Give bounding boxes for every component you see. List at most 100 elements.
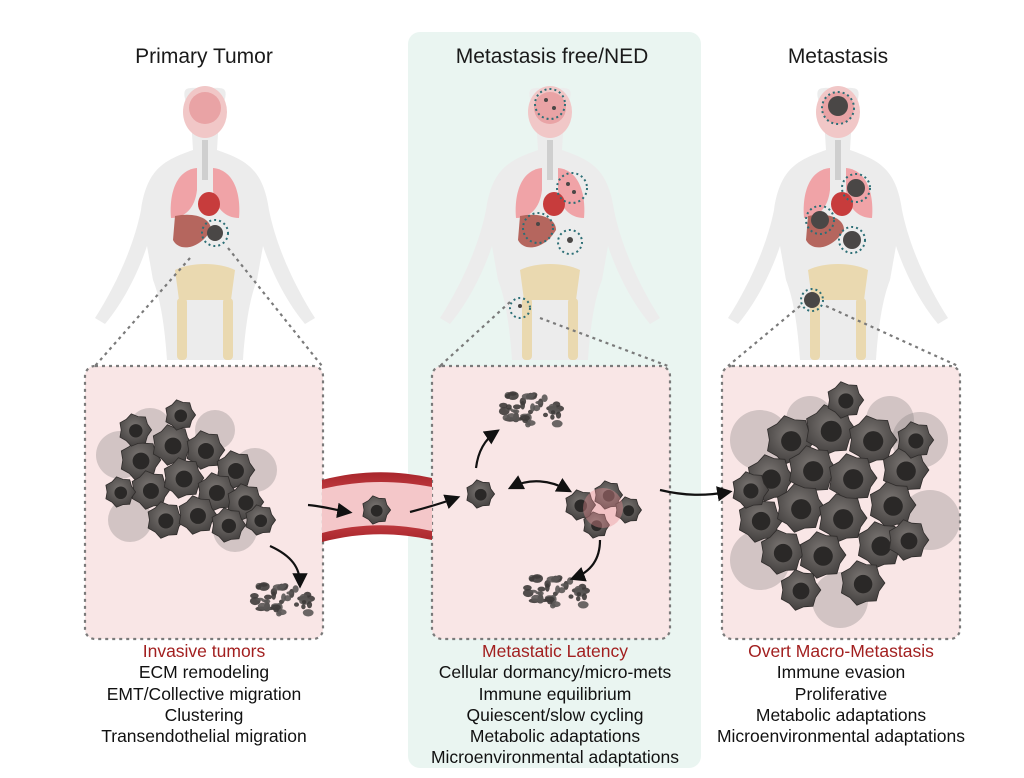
tumor-cell [565, 489, 597, 521]
feature-item: Metabolic adaptations [469, 726, 641, 747]
cell-nucleus [238, 495, 254, 511]
tumor-cell [888, 519, 930, 561]
organ-tumor [847, 179, 865, 197]
femur-left [177, 298, 187, 360]
cell-nucleus [843, 469, 864, 490]
cell-nucleus [208, 484, 225, 501]
stage-title-ned: Metastasis free/NED [455, 45, 649, 68]
cell-nucleus [863, 431, 884, 452]
tumor-cell [245, 504, 277, 536]
tumor-cell [163, 457, 205, 499]
cell-nucleus [623, 505, 635, 517]
cell-nucleus [751, 511, 771, 531]
heading-metastasis: Overt Macro-Metastasis [748, 641, 934, 661]
feature-item: Microenvironmental adaptations [716, 726, 966, 747]
features-ned: Metastatic Latency Cellular dormancy/mic… [412, 641, 698, 769]
cell-halo [108, 498, 152, 542]
organ-tumor [804, 292, 820, 308]
tumor-cell [897, 421, 935, 459]
cell-nucleus [792, 582, 810, 600]
tumor-cell [819, 493, 868, 543]
cell-nucleus [820, 420, 842, 442]
cell-nucleus [114, 486, 128, 500]
organ-tumor [567, 237, 573, 243]
tumor-cell [105, 476, 137, 508]
cell-nucleus [591, 520, 603, 532]
feature-item: Transendothelial migration [101, 726, 307, 747]
tumor-cell [147, 501, 185, 539]
organ-tumor [536, 222, 540, 226]
cell-nucleus [574, 499, 588, 513]
tumor-cell [594, 480, 624, 510]
feature-item: Proliferative [794, 683, 888, 704]
liver [173, 214, 211, 248]
feature-item: EMT/Collective migration [106, 683, 302, 704]
feature-item: Metabolic adaptations [755, 704, 927, 725]
tumor-cell [120, 439, 162, 481]
feature-item: ECM remodeling [138, 662, 270, 683]
femur-right [568, 298, 578, 360]
features-primary: Invasive tumors ECM remodeling EMT/Colle… [70, 641, 338, 747]
feature-item: Microenvironmental adaptations [430, 747, 680, 768]
femur-left [810, 298, 820, 360]
tumor-cell [882, 446, 930, 494]
apoptotic-cluster [522, 574, 590, 609]
organ-tumor [843, 231, 861, 249]
metastatic-site-ring [821, 91, 855, 125]
tumor-cell [186, 430, 226, 470]
cell-nucleus [833, 509, 854, 530]
cell-nucleus [189, 507, 206, 524]
arrow-to-vessel [307, 502, 353, 518]
feature-item: Quiescent/slow cycling [466, 704, 644, 725]
spine [835, 140, 841, 180]
spine [547, 140, 553, 180]
organ-tumor [518, 304, 522, 308]
cell-nucleus [883, 496, 903, 516]
heading-ned: Metastatic Latency [482, 641, 628, 661]
pelvis [520, 264, 580, 300]
tumor-cell [466, 479, 496, 509]
tumor-cell [165, 399, 197, 431]
brain-core [189, 92, 221, 124]
tumor-cell [732, 471, 770, 509]
cell-nucleus [158, 513, 174, 529]
pelvis [808, 264, 868, 300]
cell-nucleus [370, 504, 383, 517]
metastatic-site-ring [557, 229, 583, 255]
cell-nucleus [132, 452, 150, 470]
tumor-cell [849, 415, 898, 465]
tumor-cell [211, 507, 247, 543]
cell-nucleus [254, 514, 268, 528]
features-metastasis: Overt Macro-Metastasis Immune evasion Pr… [700, 641, 982, 747]
cell-nucleus [227, 462, 244, 479]
stage-title-primary: Primary Tumor [135, 45, 273, 68]
metastatic-site-ring [522, 212, 554, 244]
feature-item: Cellular dormancy/micro-mets [438, 662, 672, 683]
lung-left [170, 168, 197, 218]
body-silhouette-metastasis [728, 86, 948, 361]
feature-item: Immune evasion [776, 662, 906, 683]
arrow-down-cluster [569, 539, 602, 582]
heading-primary: Invasive tumors [142, 641, 266, 661]
organ-tumor [552, 106, 556, 110]
cell-nucleus [871, 536, 891, 556]
arrow-extravasate [409, 494, 461, 514]
pelvis [175, 264, 235, 300]
arrow-invade [269, 544, 308, 589]
organ-tumor [544, 98, 548, 102]
tumor-cell [789, 445, 838, 495]
tumor-cell [738, 497, 784, 543]
cell-nucleus [602, 489, 615, 502]
cell-nucleus [761, 469, 781, 489]
metastatic-site-ring [805, 205, 835, 235]
tumor-cell [777, 483, 826, 533]
spine [202, 140, 208, 180]
arrow-up-cluster [474, 429, 500, 469]
feature-item: Clustering [164, 704, 244, 725]
cell-nucleus [803, 461, 824, 482]
lung-left [515, 168, 542, 218]
metastatic-site-ring [838, 226, 866, 254]
stage-title-metastasis: Metastasis [787, 45, 889, 68]
tumor-cell [615, 496, 642, 524]
